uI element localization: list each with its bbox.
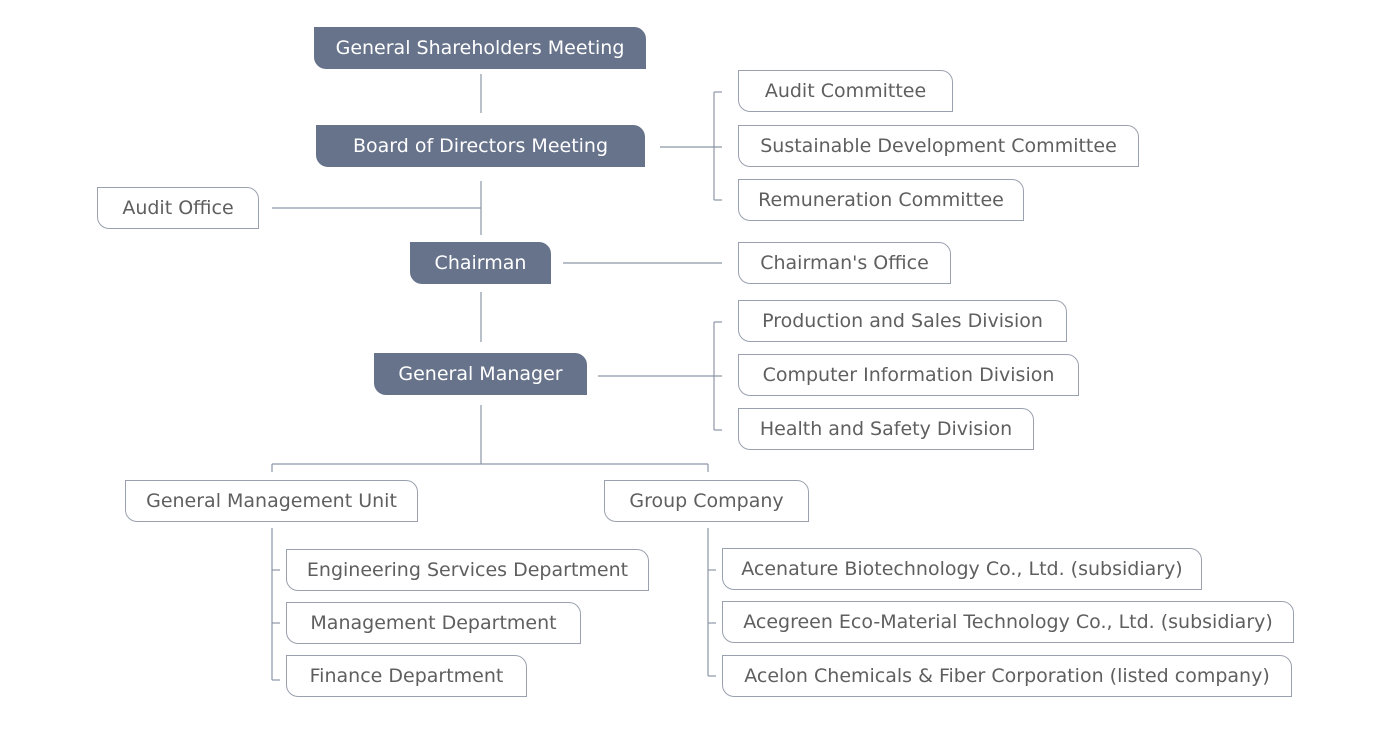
group-company-box: Group Company [604,480,809,522]
audit-committee-box: Audit Committee [738,70,953,112]
engineering-services-department-box: Engineering Services Department [286,549,649,591]
remuneration-committee-box: Remuneration Committee [738,179,1024,221]
sustainable-development-committee-box: Sustainable Development Committee [738,125,1139,167]
acegreen-eco-material-box: Acegreen Eco-Material Technology Co., Lt… [722,601,1294,643]
general-management-unit-box: General Management Unit [125,480,418,522]
computer-information-division-box: Computer Information Division [738,354,1079,396]
production-sales-division-box: Production and Sales Division [738,300,1067,342]
general-manager-box: General Manager [374,353,587,395]
acenature-biotechnology-box: Acenature Biotechnology Co., Ltd. (subsi… [722,548,1202,590]
management-department-box: Management Department [286,602,581,644]
general-shareholders-meeting-box: General Shareholders Meeting [314,27,646,69]
chairman-box: Chairman [410,242,551,284]
acelon-chemicals-fiber-box: Acelon Chemicals & Fiber Corporation (li… [722,655,1292,697]
chairmans-office-box: Chairman's Office [738,242,951,284]
health-safety-division-box: Health and Safety Division [738,408,1034,450]
board-of-directors-box: Board of Directors Meeting [316,125,645,167]
audit-office-box: Audit Office [97,187,259,229]
finance-department-box: Finance Department [286,655,527,697]
